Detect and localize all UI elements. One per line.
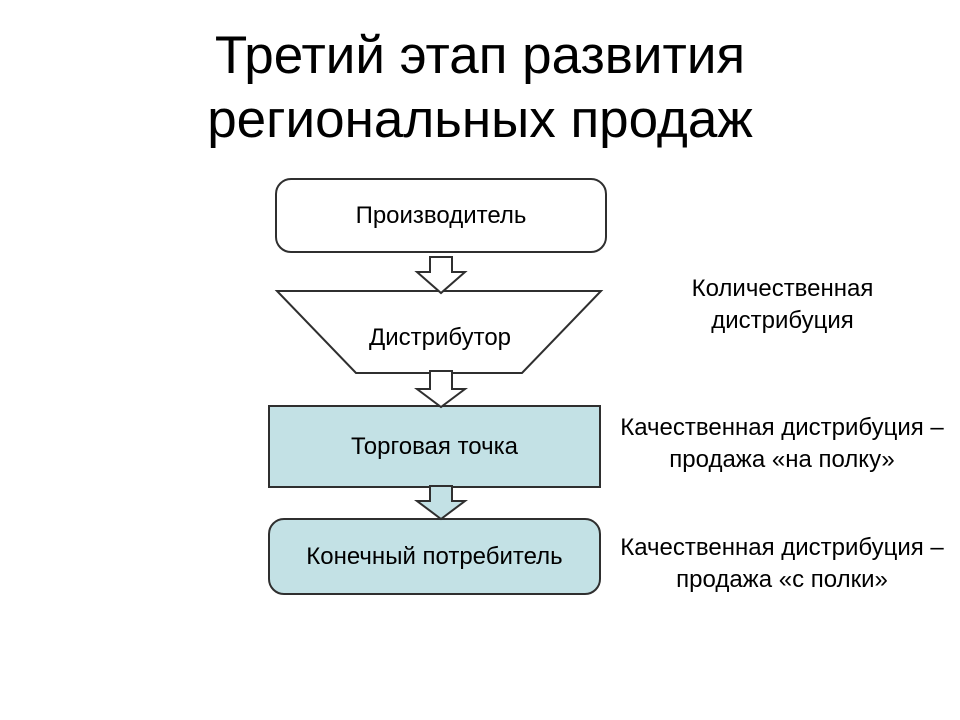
page-title-line-1: Третий этап развития xyxy=(214,26,746,85)
page-title: Третий этап развития региональных продаж xyxy=(0,24,960,152)
manufacturer-label: Производитель xyxy=(355,201,527,229)
annotation-from-shelf-line-1: Качественная дистрибуция – xyxy=(620,534,944,561)
annotation-quantitative-line-1: Количественная xyxy=(691,275,874,302)
annotation-qualitative-to-shelf: Качественная дистрибуция – продажа «на п… xyxy=(612,412,952,476)
annotation-quantitative-line-2: дистрибуция xyxy=(711,307,854,334)
retail-outlet-box: Торговая точка xyxy=(268,405,601,488)
annotation-quantitative-distribution: Количественная дистрибуция xyxy=(655,273,910,337)
annotation-to-shelf-line-1: Качественная дистрибуция – xyxy=(620,414,944,441)
end-consumer-box: Конечный потребитель xyxy=(268,518,601,595)
annotation-from-shelf-line-2: продажа «с полки» xyxy=(676,566,888,593)
annotation-to-shelf-line-2: продажа «на полку» xyxy=(669,446,895,473)
distributor-label: Дистрибутор xyxy=(368,324,512,351)
down-arrow-3 xyxy=(414,485,468,521)
down-arrow-1 xyxy=(414,256,468,295)
annotation-qualitative-from-shelf: Качественная дистрибуция – продажа «с по… xyxy=(612,532,952,596)
manufacturer-box: Производитель xyxy=(275,178,607,253)
down-arrow-2 xyxy=(414,370,468,409)
page-title-line-2: региональных продаж xyxy=(207,90,753,149)
retail-outlet-label: Торговая точка xyxy=(351,432,518,460)
end-consumer-label: Конечный потребитель xyxy=(306,542,563,570)
